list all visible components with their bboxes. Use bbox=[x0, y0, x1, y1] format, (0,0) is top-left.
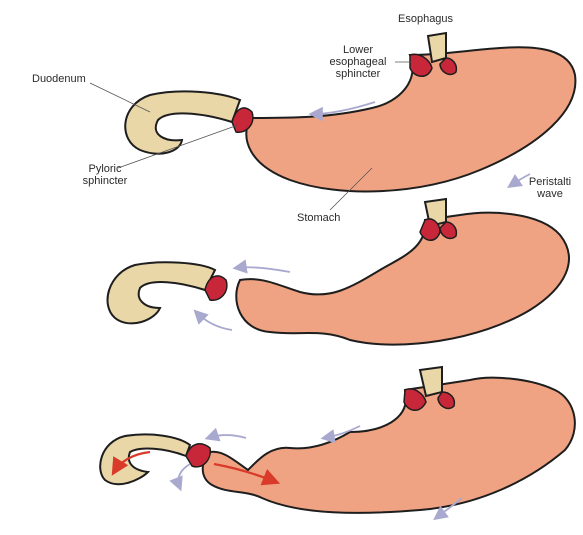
label-duodenum: Duodenum bbox=[32, 73, 86, 85]
label-stomach: Stomach bbox=[297, 212, 340, 224]
stomach-shape-3 bbox=[203, 378, 575, 513]
flow-arrow-3b bbox=[178, 464, 190, 488]
duodenum-shape-3 bbox=[100, 434, 190, 484]
leader-duodenum bbox=[90, 83, 150, 112]
label-pyloric-line1: Pyloric bbox=[70, 163, 140, 175]
label-lower-sphincter-line3: sphincter bbox=[318, 68, 398, 80]
esophagus-shape-1 bbox=[428, 33, 446, 62]
label-esophagus: Esophagus bbox=[398, 13, 453, 25]
label-peristaltic-line2: wave bbox=[520, 188, 580, 200]
label-lower-sphincter-line1: Lower bbox=[318, 44, 398, 56]
flow-arrow-2b bbox=[196, 312, 232, 330]
duodenum-shape-1 bbox=[125, 91, 240, 153]
label-pyloric-line2: sphincter bbox=[70, 175, 140, 187]
label-lower-sphincter-line2: esophageal bbox=[318, 56, 398, 68]
flow-arrow-3a bbox=[208, 435, 246, 438]
stomach-shape-2 bbox=[236, 213, 569, 345]
flow-arrow-2a bbox=[236, 267, 290, 272]
panel-3-emptying bbox=[100, 367, 575, 518]
label-peristaltic-line1: Peristalti bbox=[520, 176, 580, 188]
